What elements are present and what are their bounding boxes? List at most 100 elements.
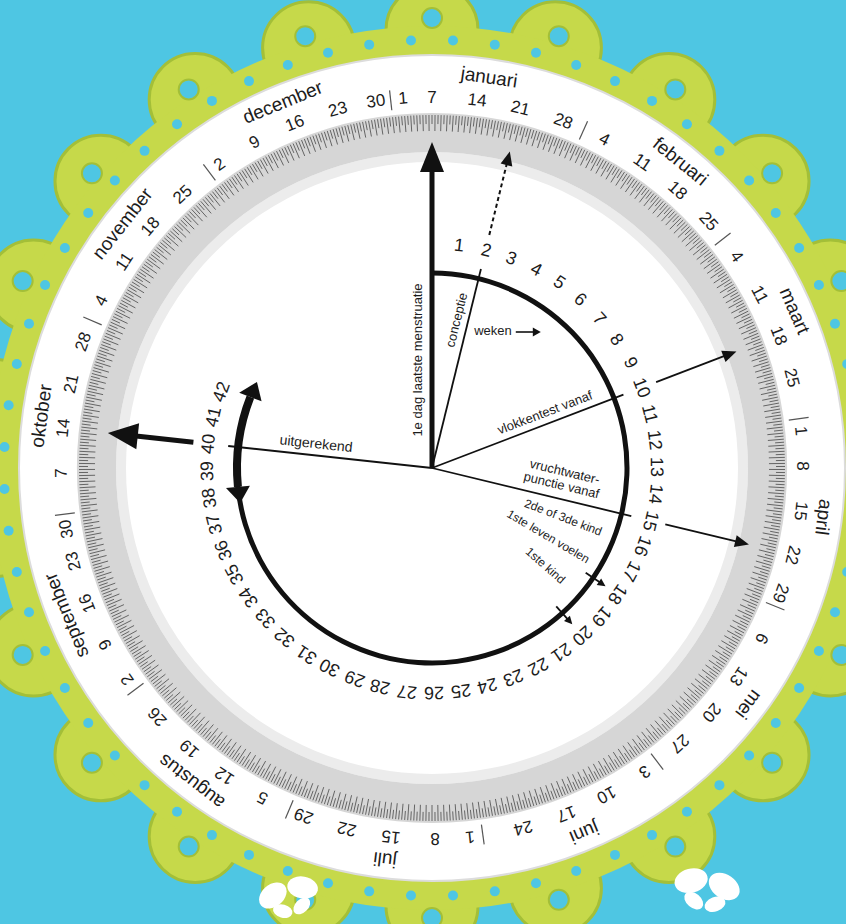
butterfly-wing [290,894,313,917]
week-number: 20 [568,621,596,649]
date-number: 28 [72,330,96,354]
frame-hole [283,866,293,876]
frame-hole [40,280,50,290]
frame-hole [60,683,70,693]
date-number: 25 [695,209,722,236]
date-number: 24 [512,815,535,838]
frame-hole [24,607,34,617]
pointer-caption: uitgerekend [279,433,353,456]
frame-hole [771,208,781,218]
frame-hole [244,850,254,860]
frame-hole [12,567,22,577]
date-number: 25 [780,367,803,390]
frame-hole [179,837,199,857]
frame-hole [490,886,500,896]
date-number: 8 [430,829,440,848]
frame-hole [794,243,804,253]
scale-caption: weken [474,324,512,338]
week-number: 15 [638,508,662,532]
frame-hole [831,271,846,291]
date-number: 29 [768,581,792,605]
frame-hole [83,208,93,218]
week-number: 2 [478,240,492,262]
date-number: 5 [255,787,272,808]
week-number: 36 [211,537,237,563]
frame-hole [531,878,541,888]
week-number: 33 [252,604,280,632]
frame-hole [665,837,685,857]
butterfly-wing [702,894,727,915]
date-number: 14 [466,90,487,111]
frame-hole [364,40,374,50]
butterfly [251,867,328,924]
date-number: 11 [629,150,654,175]
frame-hole [13,645,33,665]
scale-band [77,113,787,823]
date-number: 2 [210,155,228,176]
week-number: 41 [202,405,226,429]
date-number: 4 [92,292,113,309]
week-number: 37 [203,512,227,536]
date-number: 30 [365,92,387,113]
frame-hole [647,96,657,106]
frame-hole [140,780,150,790]
week-number: 28 [368,674,392,698]
frame-hole [110,750,120,760]
month-separator [83,317,101,325]
arrow-head [564,616,572,625]
month-separator [579,121,587,139]
week-number: 30 [316,654,343,681]
frame-hole [549,890,569,910]
frame-hole [422,908,442,924]
frame-hole [295,26,315,46]
pointer-caption: vruchtwater- punctie vanaf [515,454,611,503]
frame-hole [794,683,804,693]
date-number: 1 [464,826,475,846]
date-number: 15 [380,825,401,846]
frame-hole [172,807,182,817]
week-number: 34 [235,583,263,611]
frame-hole [448,36,458,46]
date-number: 1 [398,89,409,108]
frame-hole [364,886,374,896]
date-number: 16 [283,112,307,136]
week-number: 18 [603,580,631,608]
frame-hole [24,319,34,329]
frame-hole [647,830,657,840]
week-number: 10 [628,375,654,401]
week-number: 9 [619,354,641,372]
date-number: 28 [551,110,575,134]
date-number: 16 [75,591,99,615]
date-number: 4 [595,130,612,151]
frame-hole [13,271,33,291]
scale-arrow [516,331,534,333]
date-number: 9 [96,635,117,652]
frame-hole [531,48,541,58]
week-number: 39 [198,461,218,481]
month-separator [651,754,663,770]
date-number: 2 [118,670,139,688]
date-number: 25 [169,182,196,209]
butterfly-wing [286,874,320,901]
frame-hole [762,753,782,773]
week-number: 25 [450,679,472,701]
wheel-parts [77,113,787,823]
arrow-head [721,351,736,362]
frame-hole [110,176,120,186]
frame-hole [490,40,500,50]
week-number: 3 [503,247,519,269]
week-number: 26 [424,682,444,702]
date-number: 22 [780,543,803,566]
week-number: 12 [643,429,665,451]
month-separator [55,513,75,515]
frame-hole [549,26,569,46]
frame-hole [83,718,93,728]
week-number: 8 [605,331,627,351]
month-separator [203,164,215,180]
week-number: 7 [589,309,610,330]
frame-hole [82,753,102,773]
date-number: 14 [54,418,75,439]
week-number: 42 [209,379,234,405]
frame-hole [771,718,781,728]
